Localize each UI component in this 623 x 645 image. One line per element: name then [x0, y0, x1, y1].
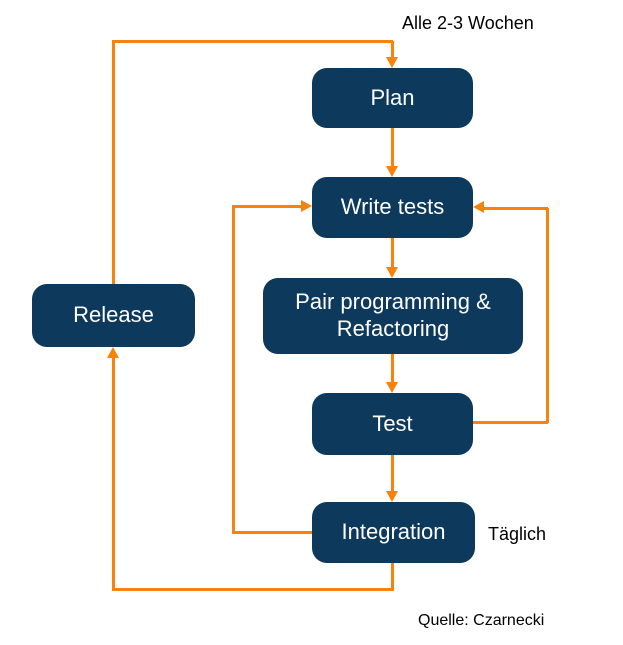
- arrow-integration-to-release-bottom-segment: [112, 588, 394, 591]
- arrow-test-to-write-tests-top-segment: [484, 207, 548, 210]
- arrow-release-to-plan-head-icon: [386, 57, 398, 68]
- arrow-integration-to-write-tests-top-segment: [232, 205, 302, 208]
- cycle-weeks-label: Alle 2-3 Wochen: [402, 13, 534, 33]
- node-release: Release: [32, 284, 195, 347]
- arrow-write-tests-to-pair-line: [391, 238, 394, 268]
- source-label: Quelle: Czarnecki: [418, 612, 545, 629]
- arrow-test-to-write-tests-bottom-segment: [473, 421, 548, 424]
- arrow-test-to-integration-head-icon: [386, 491, 398, 502]
- arrow-integration-to-write-tests-head-icon: [301, 200, 312, 212]
- arrow-test-to-write-tests-rise-segment: [546, 208, 549, 423]
- arrow-integration-to-write-tests-rise-segment: [232, 206, 235, 533]
- node-integration: Integration: [312, 502, 475, 563]
- arrow-pair-to-test-line: [391, 354, 394, 383]
- arrow-integration-to-release-head-icon: [107, 347, 119, 358]
- arrow-release-to-plan-left-segment: [112, 41, 115, 284]
- arrow-integration-to-release-drop-segment: [391, 563, 394, 590]
- arrow-integration-to-write-tests-bottom-segment: [232, 531, 312, 534]
- arrow-test-to-write-tests-head-icon: [473, 201, 484, 213]
- daily-label: Täglich: [488, 524, 547, 544]
- node-plan: Plan: [312, 68, 473, 128]
- arrow-release-to-plan-top-segment: [112, 40, 393, 43]
- node-test: Test: [312, 393, 473, 455]
- arrow-plan-to-write-tests-head-icon: [386, 166, 398, 177]
- arrow-release-to-plan-drop-segment: [391, 41, 394, 58]
- arrow-plan-to-write-tests-line: [391, 128, 394, 167]
- arrow-test-to-integration-line: [391, 455, 394, 492]
- node-write-tests: Write tests: [312, 177, 473, 238]
- node-pair-programming: Pair programming & Refactoring: [263, 278, 523, 354]
- arrow-pair-to-test-head-icon: [386, 382, 398, 393]
- arrow-write-tests-to-pair-head-icon: [386, 267, 398, 278]
- arrow-integration-to-release-rise-segment: [112, 358, 115, 590]
